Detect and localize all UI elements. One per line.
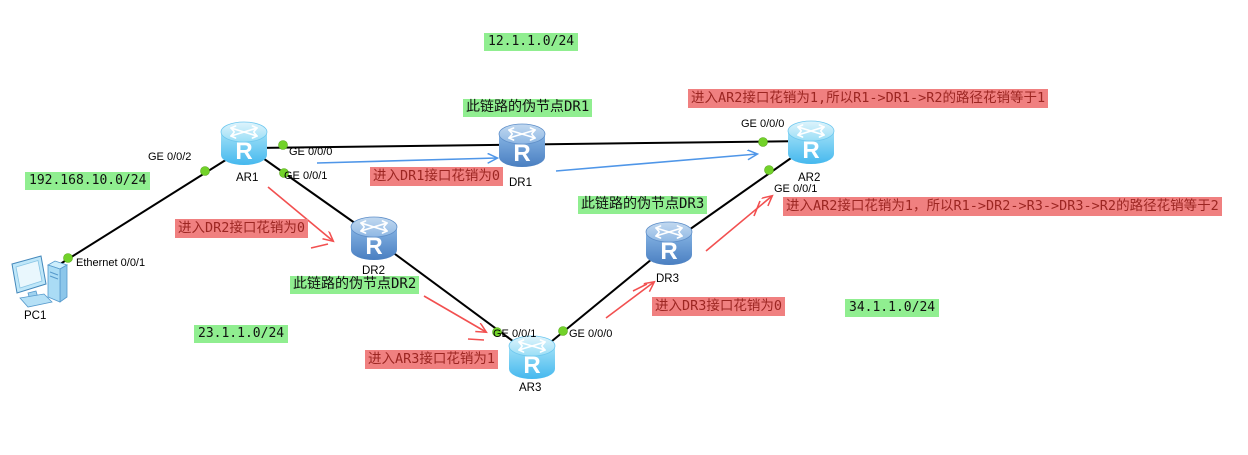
red-annotation-arrow-0 (267, 186, 333, 241)
port-dot-6 (492, 327, 502, 337)
link-dr2-ar3 (375, 239, 534, 357)
link-ar1-dr2 (259, 155, 377, 239)
port-dot-7 (558, 326, 568, 336)
red-arrow-tick-3 (753, 200, 761, 217)
link-ar1-ar2 (251, 140, 809, 149)
port-dot-4 (758, 137, 768, 147)
blue-route-arrow-0 (316, 158, 497, 163)
port-dot-5 (764, 165, 774, 175)
link-ar3-dr3 (534, 244, 670, 356)
red-annotation-arrow-2 (605, 282, 654, 319)
link-pc1-ar1 (56, 150, 241, 267)
red-arrow-tick-2 (632, 283, 648, 292)
red-arrow-tick-1 (467, 338, 485, 341)
red-annotation-arrow-3 (705, 196, 772, 252)
blue-route-arrow-1 (555, 154, 757, 172)
link-dr3-ar2 (668, 150, 802, 245)
port-dot-2 (278, 140, 288, 150)
port-dot-1 (200, 166, 210, 176)
red-annotation-arrow-1 (423, 295, 486, 332)
port-dot-0 (63, 253, 73, 263)
port-dot-3 (279, 168, 289, 178)
red-arrow-tick-0 (310, 243, 329, 249)
